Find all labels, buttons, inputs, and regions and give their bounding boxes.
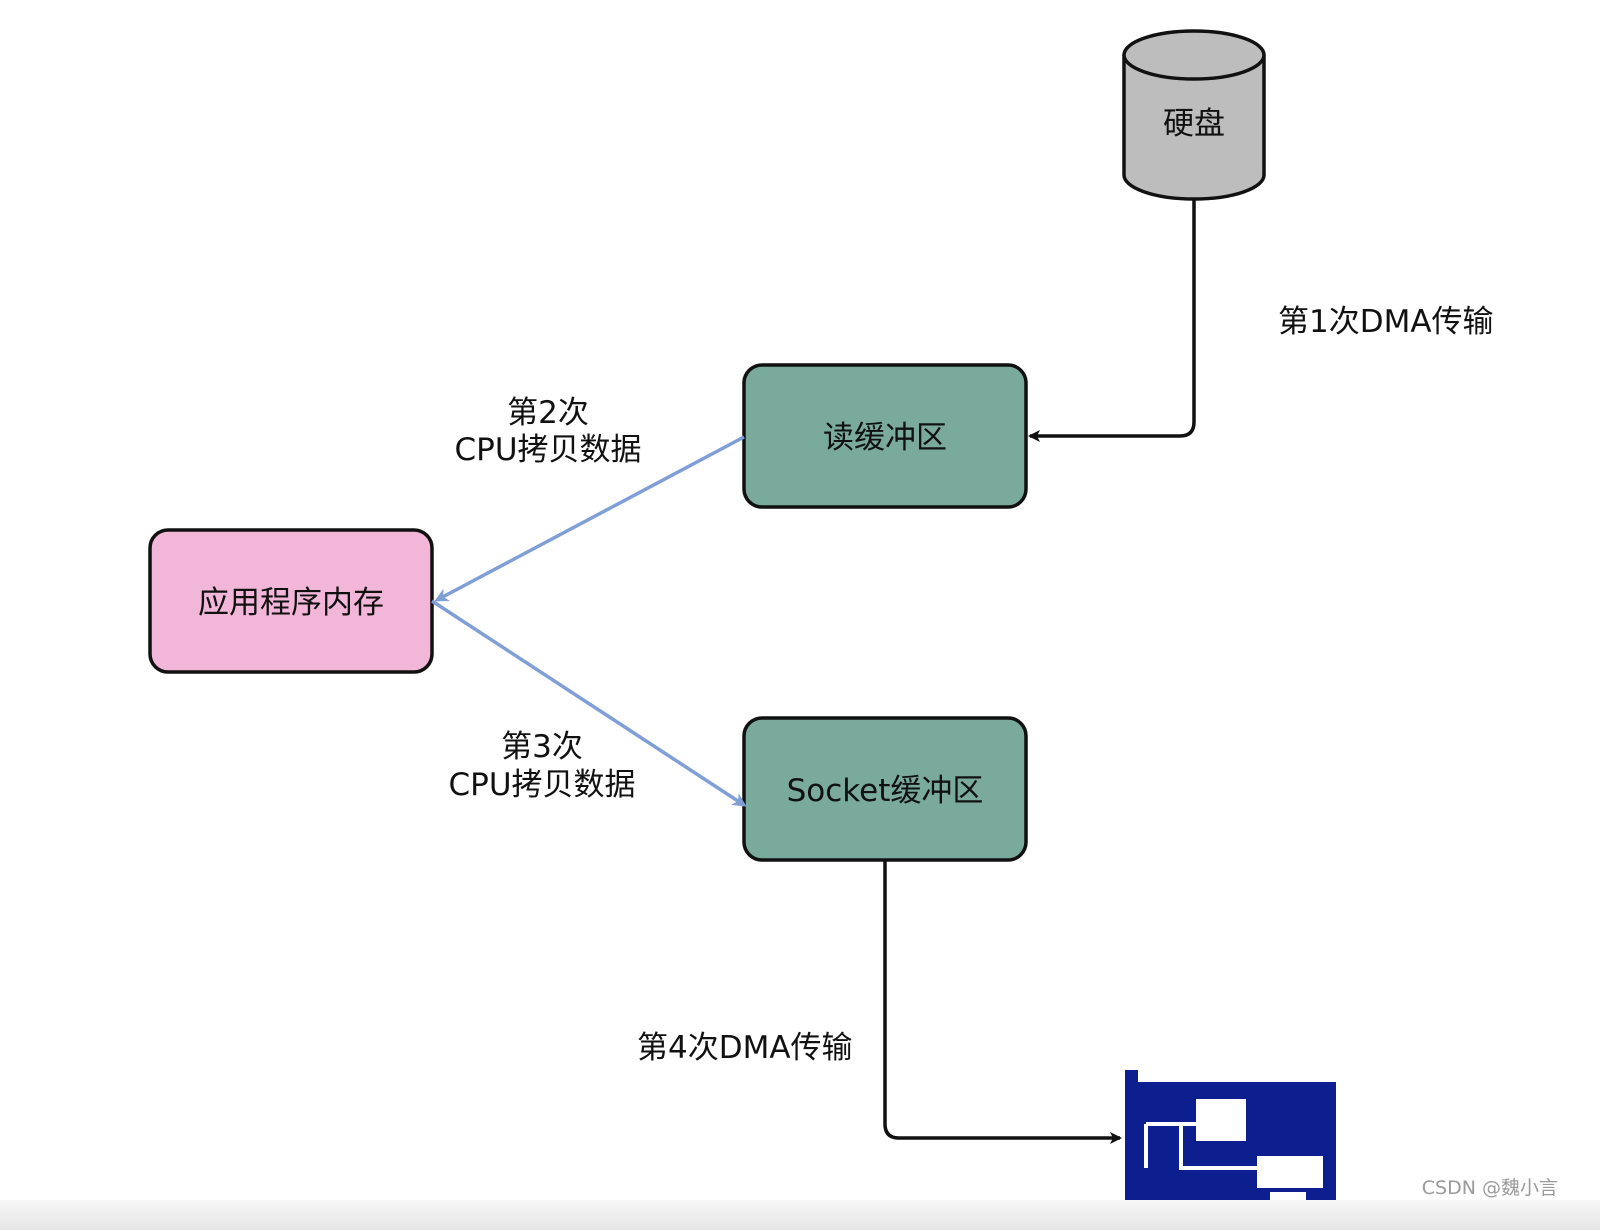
cpu2-label-line1: 第2次 [507, 395, 589, 431]
read-buffer-node: 读缓冲区 [742, 363, 1028, 509]
cpu3-label-line1: 第3次 [501, 729, 583, 765]
dma4-arrow [883, 860, 1122, 1144]
disk-cylinder-top [1122, 29, 1266, 81]
watermark: CSDN @魏小言 [1421, 1177, 1558, 1199]
read-buffer-box [742, 363, 1028, 509]
read-buffer-label: 读缓冲区 [823, 420, 947, 456]
cpu3-label-line2: CPU拷贝数据 [448, 767, 635, 803]
cpu3-arrow [431, 599, 747, 807]
dma4-label: 第4次DMA传输 [637, 1030, 853, 1066]
app-memory-node: 应用程序内存 [148, 528, 434, 674]
bottom-bar [0, 1200, 1600, 1230]
disk-node: 硬盘 [1122, 29, 1266, 201]
disk-cylinder-body [1122, 55, 1266, 201]
disk-label: 硬盘 [1163, 106, 1225, 142]
socket-buffer-node: Socket缓冲区 [742, 716, 1028, 862]
cpu2-label-line2: CPU拷贝数据 [454, 432, 641, 468]
dma1-label: 第1次DMA传输 [1278, 304, 1494, 340]
app-memory-label: 应用程序内存 [198, 585, 384, 621]
network-card-icon [1125, 1070, 1336, 1212]
cpu2-arrow [434, 435, 745, 602]
dma1-arrow [1028, 200, 1196, 442]
socket-buffer-label: Socket缓冲区 [787, 773, 984, 809]
